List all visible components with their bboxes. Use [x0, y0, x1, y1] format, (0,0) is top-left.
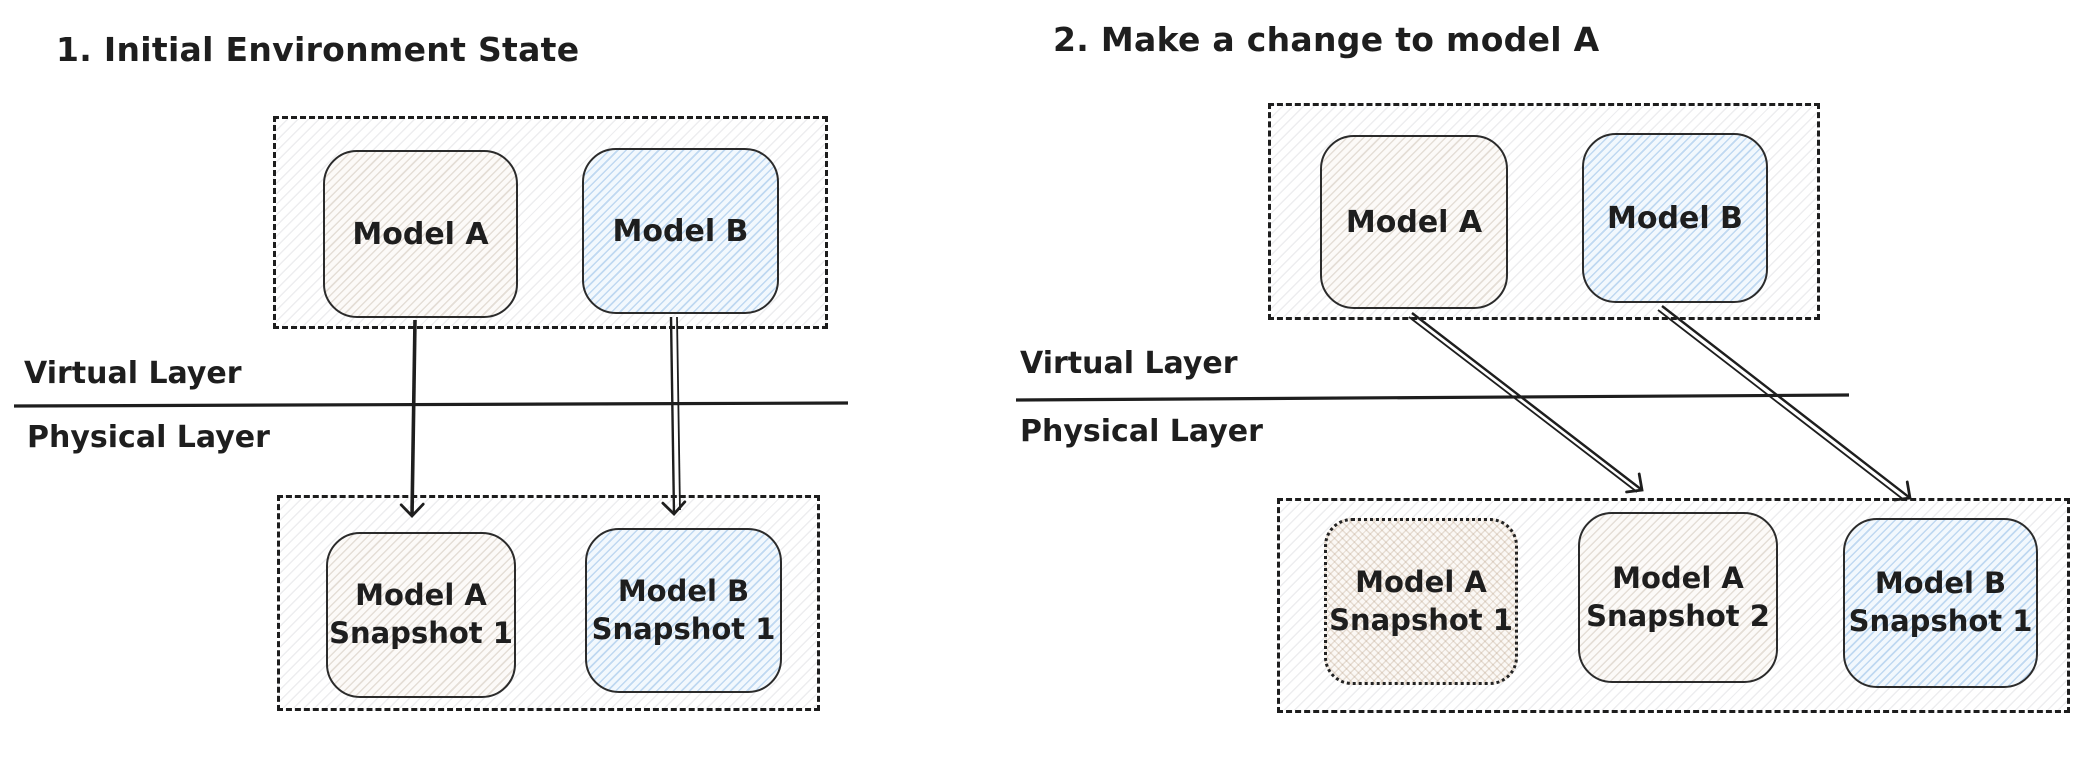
snapshot-label-line-1: Model A: [1355, 564, 1487, 599]
snapshot-label-line-1: Model A: [1612, 560, 1744, 595]
panel-1-model-b-label: Model B: [612, 213, 749, 249]
panel-2-virtual-layer-label: Virtual Layer: [1020, 346, 1238, 381]
panel-1-arrow-model-b-to-snapshot-1-echo: [676, 316, 681, 511]
panel-2-layer-divider-line: [1015, 393, 1850, 402]
panel-2-model-b-snapshot-1-box: Model B Snapshot 1: [1843, 518, 2038, 688]
panel-2-arrow-model-a-to-snapshot-2: [1411, 312, 1644, 494]
panel-1-title: 1. Initial Environment State: [56, 30, 580, 69]
snapshot-label-line-2: Snapshot 1: [1329, 602, 1513, 637]
panel-1-physical-layer-label: Physical Layer: [27, 420, 270, 455]
panel-2-arrow-model-b-to-snapshot-1-echo: [1657, 309, 1905, 501]
panel-1-model-a-label: Model A: [352, 216, 489, 252]
snapshot-label-line-2: Snapshot 1: [591, 611, 776, 646]
panel-1-virtual-layer-label: Virtual Layer: [24, 356, 242, 391]
panel-2-arrow-model-b-to-snapshot-1: [1661, 305, 1912, 502]
snapshot-label-line-2: Snapshot 2: [1586, 598, 1770, 633]
panel-1-model-a-box: Model A: [323, 150, 518, 318]
panel-2-model-a-snapshot-2-label: Model A Snapshot 2: [1586, 560, 1770, 635]
snapshot-label-line-2: Snapshot 1: [1848, 604, 2033, 638]
panel-1-model-b-snapshot-1-box: Model B Snapshot 1: [585, 528, 782, 693]
panel-1-arrow-model-b-to-snapshot-1: [661, 316, 687, 517]
panel-2-arrow-model-a-to-snapshot-2-echo: [1408, 316, 1638, 493]
panel-2-model-b-label: Model B: [1607, 200, 1743, 236]
snapshot-label-line-1: Model A: [355, 578, 487, 613]
panel-1-model-b-box: Model B: [582, 148, 779, 314]
panel-1-layer-divider-line: [13, 401, 849, 408]
panel-2-model-a-snapshot-2-box: Model A Snapshot 2: [1578, 512, 1778, 683]
panel-2-physical-layer-label: Physical Layer: [1020, 414, 1263, 449]
panel-2-model-a-label: Model A: [1345, 204, 1483, 240]
panel-2-model-a-snapshot-1-box: Model A Snapshot 1: [1324, 518, 1518, 685]
snapshot-label-line-1: Model B: [1874, 566, 2007, 601]
panel-2-model-a-box: Model A: [1320, 135, 1508, 309]
panel-2-model-b-snapshot-1-label: Model B Snapshot 1: [1849, 565, 2033, 640]
panel-2-title: 2. Make a change to model A: [1053, 20, 1600, 59]
panel-1-model-a-snapshot-1-label: Model A Snapshot 1: [329, 577, 513, 652]
panel-1-arrow-model-a-to-snapshot-1: [399, 319, 425, 519]
panel-2-model-b-box: Model B: [1582, 133, 1768, 303]
panel-1-model-b-snapshot-1-label: Model B Snapshot 1: [592, 573, 776, 648]
panel-1-model-a-snapshot-1-box: Model A Snapshot 1: [326, 532, 516, 698]
snapshot-label-line-2: Snapshot 1: [329, 616, 513, 650]
snapshot-label-line-1: Model B: [617, 573, 750, 608]
panel-2-model-a-snapshot-1-label: Model A Snapshot 1: [1329, 564, 1513, 639]
